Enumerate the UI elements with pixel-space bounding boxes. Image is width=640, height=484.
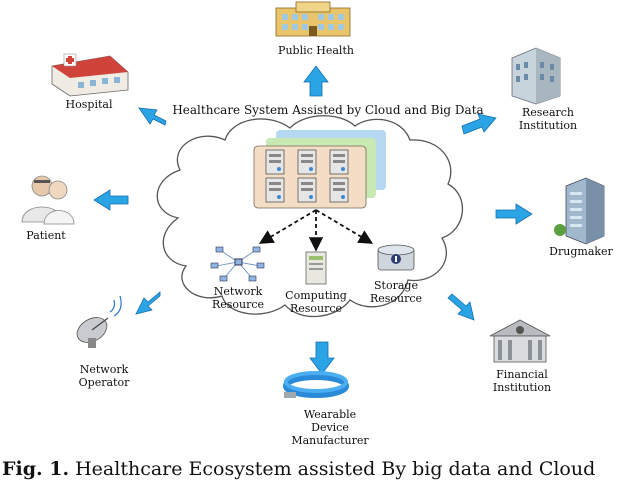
public-health-building-icon [275, 1, 351, 37]
caption-text: Healthcare Ecosystem assisted By big dat… [69, 458, 596, 480]
caption-label: Fig. 1. [2, 458, 70, 480]
drugmaker-building-icon [554, 177, 605, 245]
computing-resource-icon [305, 251, 327, 285]
satellite-dish-icon [76, 295, 122, 348]
research-institution-icon [511, 47, 561, 105]
bank-building-icon [489, 319, 551, 363]
storage-resource-icon [377, 244, 415, 271]
system-title: Healthcare System Assisted by Cloud and … [172, 103, 484, 117]
hospital-building-icon [51, 53, 129, 97]
dashed-arrow-storage [315, 209, 374, 244]
arrow-to-wearable [309, 341, 335, 375]
network-resource-icon [210, 246, 265, 282]
arrow-to-hospital [138, 107, 167, 126]
public-health-label: Public Health [278, 44, 354, 57]
hospital-label: Hospital [65, 98, 113, 111]
server-cluster-icon [265, 149, 349, 203]
arrow-to-financial [447, 293, 475, 321]
ecosystem-diagram [21, 1, 605, 398]
patient-label: Patient [26, 229, 66, 242]
arrow-to-public-health [303, 65, 329, 97]
arrow-to-network-operator [135, 291, 161, 315]
wearable-band-icon [283, 371, 349, 398]
dashed-arrow-network [258, 209, 317, 244]
arrow-to-research [461, 113, 497, 135]
arrow-to-patient [93, 189, 129, 211]
figure-caption: Fig. 1. Healthcare Ecosystem assisted By… [2, 457, 640, 484]
drugmaker-label: Drugmaker [549, 245, 613, 258]
arrow-to-drugmaker [495, 203, 533, 225]
patient-icon [21, 175, 75, 225]
flow-arrows [93, 65, 533, 375]
